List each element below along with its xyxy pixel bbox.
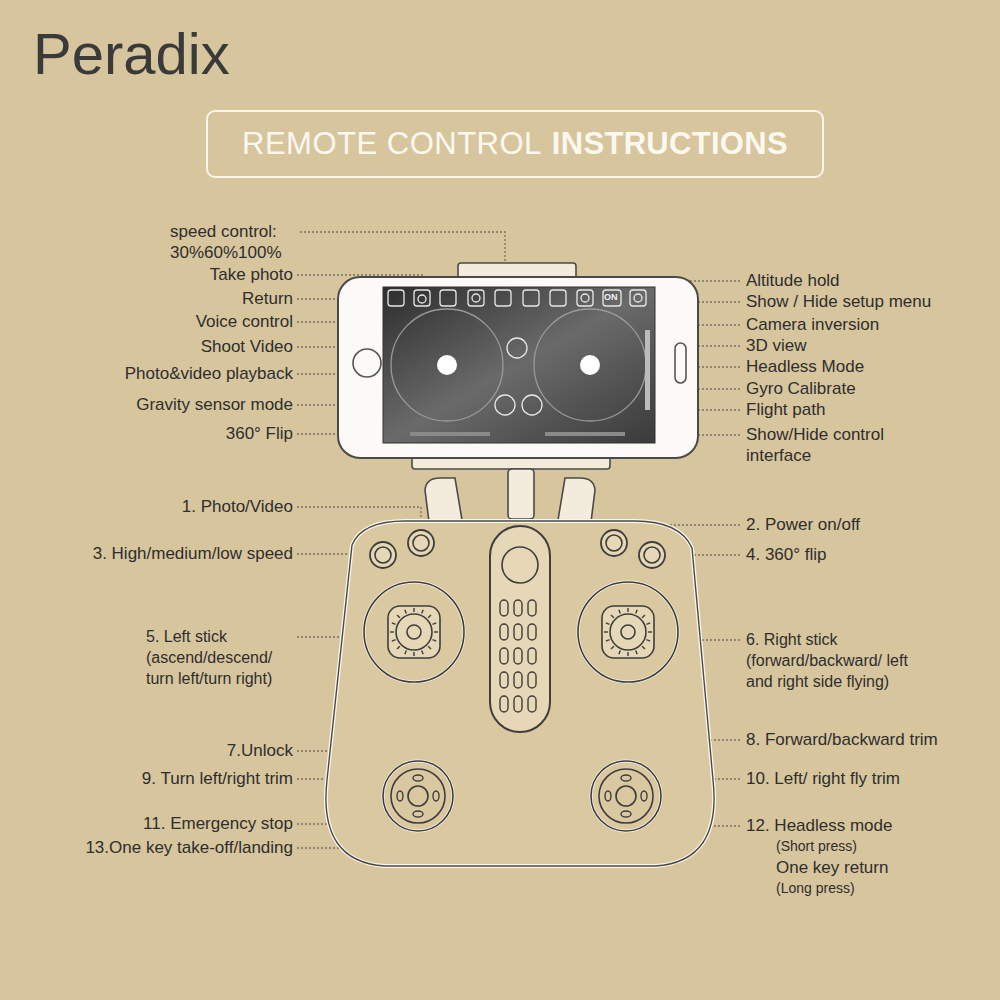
remote-body: [326, 521, 714, 866]
callout-label: 11. Emergency stop: [143, 813, 293, 834]
callout-label: Camera inversion: [746, 314, 879, 335]
callout-label: 3. High/medium/low speed: [93, 543, 293, 564]
title-text: REMOTE CONTROL: [242, 126, 542, 162]
callout-label: Altitude hold: [746, 270, 840, 291]
callout-label: Shoot Video: [201, 336, 293, 357]
callout-label: (Short press): [776, 837, 857, 855]
brand-logo: Peradix: [33, 22, 230, 86]
callout-label: 1. Photo/Video: [182, 496, 293, 517]
callout-label: 8. Forward/backward trim: [746, 729, 938, 750]
callout-label: 10. Left/ right fly trim: [746, 768, 900, 789]
callout-label: 360° Flip: [226, 423, 293, 444]
title-text: INSTRUCTIONS: [552, 126, 788, 162]
title-box: REMOTE CONTROL INSTRUCTIONS: [206, 110, 824, 178]
callout-label: Gyro Calibrate: [746, 378, 856, 399]
callout-label: 7.Unlock: [227, 740, 293, 761]
callout-label: One key return: [776, 857, 888, 878]
callout-label: 2. Power on/off: [746, 514, 860, 535]
icon-text: ON: [604, 291, 618, 303]
callout-label: Photo&video playback: [125, 363, 293, 384]
callout-label: 6. Right stick (forward/backward/ left a…: [746, 629, 920, 692]
callout-label: 13.One key take-off/landing: [85, 837, 293, 858]
callout-label: 4. 360° flip: [746, 544, 827, 565]
callout-label: speed control: 30%60%100%: [170, 221, 300, 263]
callout-label: Voice control: [196, 311, 293, 332]
phone: [338, 277, 698, 458]
callout-label: Show/Hide control interface: [746, 424, 896, 466]
callout-label: Take photo: [210, 264, 293, 285]
callout-label: 12. Headless mode: [746, 815, 892, 836]
callout-label: 5. Left stick (ascend/descend/ turn left…: [146, 626, 296, 689]
callout-label: Show / Hide setup menu: [746, 291, 931, 312]
callout-label: 9. Turn left/right trim: [142, 768, 293, 789]
callout-label: (Long press): [776, 879, 855, 897]
callout-label: Gravity sensor mode: [136, 394, 293, 415]
callout-label: Flight path: [746, 399, 825, 420]
callout-label: Return: [242, 288, 293, 309]
callout-label: 3D view: [746, 335, 806, 356]
callout-label: Headless Mode: [746, 356, 864, 377]
